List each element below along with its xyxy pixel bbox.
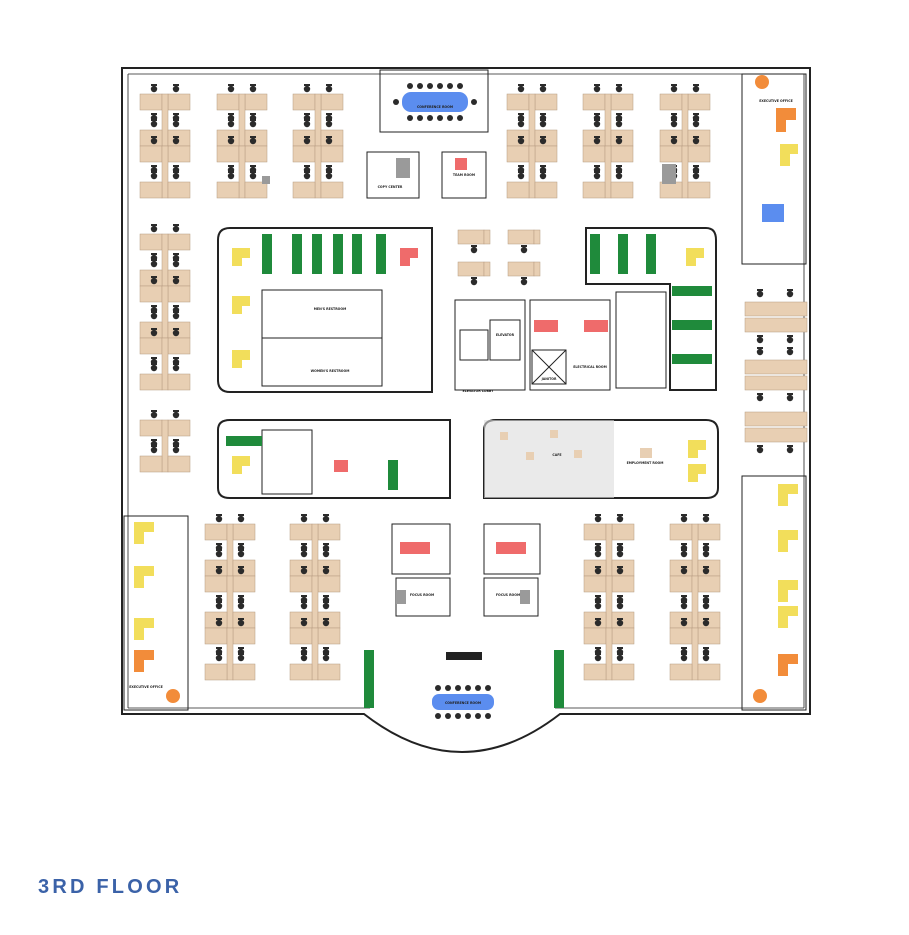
janitor-label: JANITOR <box>541 377 557 381</box>
lobby-label: ELEVATOR LOBBY <box>463 389 495 393</box>
workstations-left <box>140 224 190 472</box>
workstations-right <box>744 289 808 454</box>
executive-office-right-label: EXECUTIVE OFFICE <box>759 99 793 103</box>
focus-room-left-label: FOCUS ROOM <box>410 593 434 597</box>
mens-restroom-label: MEN'S RESTROOM <box>314 307 347 311</box>
conference-bottom-label: CONFERENCE ROOM <box>445 701 481 705</box>
cafe: CAFE EMPLOYMENT ROOM <box>483 419 719 499</box>
workstations-top-right <box>507 84 710 198</box>
floor-label: 3RD FLOOR <box>38 876 183 898</box>
conference-room-top: CONFERENCE ROOM <box>379 69 489 133</box>
misc-fixtures <box>262 158 676 604</box>
elevator-label: ELEVATOR <box>496 333 515 337</box>
workstations-bottom-left <box>205 514 340 680</box>
right-offices: EXECUTIVE OFFICE <box>741 73 807 711</box>
conference-top-label: CONFERENCE ROOM <box>417 105 453 109</box>
center-workstations <box>458 230 540 285</box>
electrical-label: ELECTRICAL ROOM <box>573 365 607 369</box>
employment-label: EMPLOYMENT ROOM <box>627 461 664 465</box>
right-block <box>585 227 717 391</box>
lower-left-block <box>217 419 451 499</box>
team-room-top: TEAM ROOM COPY CENTER <box>366 151 487 199</box>
executive-office-left-label: EXECUTIVE OFFICE <box>129 685 163 689</box>
left-offices: EXECUTIVE OFFICE <box>123 515 189 711</box>
womens-restroom-label: WOMEN'S RESTROOM <box>311 369 350 373</box>
focus-room-right-label: FOCUS ROOM <box>496 593 520 597</box>
outer-walls <box>121 67 811 753</box>
workstations-top-left <box>140 84 343 198</box>
copy-center-label: COPY CENTER <box>378 185 403 189</box>
conference-room-bottom: CONFERENCE ROOM <box>364 650 564 719</box>
restroom-block: MEN'S RESTROOM WOMEN'S RESTROOM <box>217 227 433 393</box>
workstations-bottom-right <box>584 514 720 680</box>
cafe-label: CAFE <box>552 453 561 457</box>
elevator-core <box>454 291 667 391</box>
team-room-label: TEAM ROOM <box>453 173 475 177</box>
focus-rooms: FOCUS ROOM FOCUS ROOM <box>391 523 541 617</box>
